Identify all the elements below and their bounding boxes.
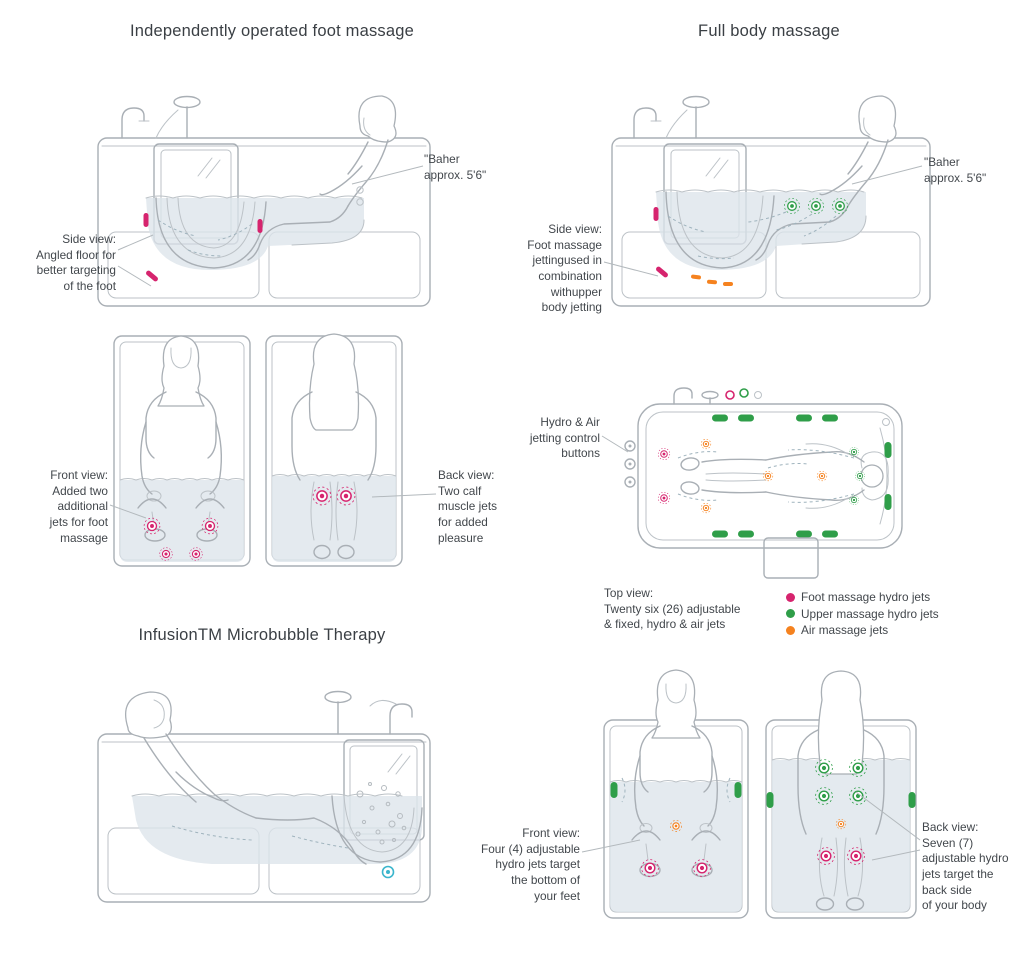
faucet bbox=[633, 95, 710, 139]
upper-jet-dot bbox=[786, 609, 795, 618]
note-jetting-controls: Hydro & Air jetting control buttons bbox=[529, 415, 600, 461]
front-upper-jets bbox=[610, 777, 742, 803]
front-water bbox=[120, 480, 244, 562]
title-microbubble: InfusionTM Microbubble Therapy bbox=[138, 626, 386, 644]
microbubbles bbox=[355, 782, 407, 845]
bather-figure bbox=[124, 691, 367, 865]
full-body-top-view bbox=[618, 387, 918, 583]
bather-figure-top bbox=[680, 443, 889, 509]
legend-item-air-jets: Air massage jets bbox=[786, 623, 939, 637]
full-body-front-back-views bbox=[596, 669, 926, 925]
water bbox=[146, 198, 364, 270]
angled-floor bbox=[155, 197, 365, 269]
jet-flow-arrows bbox=[667, 211, 837, 260]
microbubble-jet bbox=[381, 865, 395, 879]
title-foot-massage: Independently operated foot massage bbox=[129, 22, 415, 40]
microbubble-side-view bbox=[92, 676, 437, 926]
water bbox=[132, 796, 422, 864]
foot-well bbox=[331, 795, 423, 863]
faucet bbox=[324, 690, 413, 735]
legend-item-foot-jets: Foot massage hydro jets bbox=[786, 590, 939, 604]
front-bather-figure bbox=[631, 669, 721, 878]
legend-label: Air massage jets bbox=[801, 623, 889, 637]
back-water bbox=[272, 476, 396, 562]
note-bather-height-full: "Baher approx. 5'6" bbox=[924, 155, 987, 185]
legend-item-upper-jets: Upper massage hydro jets bbox=[786, 607, 939, 621]
note-back-view-full: Back view: Seven (7) adjustable hydro je… bbox=[922, 820, 1009, 913]
angled-floor bbox=[665, 191, 867, 269]
foot-massage-hydro-jets bbox=[657, 447, 671, 505]
spray-fans bbox=[677, 449, 855, 503]
pump-access-box bbox=[763, 537, 819, 579]
back-water bbox=[772, 760, 910, 912]
foot-massage-front-back-views bbox=[108, 330, 408, 580]
air-jet-dot bbox=[786, 625, 795, 635]
note-front-view-full: Front view: Four (4) adjustable hydro je… bbox=[480, 826, 580, 903]
title-full-body: Full body massage bbox=[698, 22, 840, 40]
full-body-side-view bbox=[606, 80, 936, 330]
jet-flow-arrows bbox=[171, 825, 349, 849]
front-water bbox=[610, 782, 742, 912]
note-bather-height-foot: "Baher approx. 5'6" bbox=[424, 152, 487, 182]
upper-massage-hydro-jets bbox=[712, 414, 892, 538]
legend-label: Foot massage hydro jets bbox=[801, 590, 931, 604]
faucet-and-controls bbox=[624, 387, 762, 488]
faucet bbox=[121, 95, 201, 139]
water-line bbox=[145, 195, 363, 199]
note-top-view: Top view: Twenty six (26) adjustable & f… bbox=[604, 586, 741, 632]
jet-flow-arrows bbox=[157, 219, 253, 257]
back-bather-figure bbox=[291, 333, 377, 560]
note-side-view-full: Side view: Foot massage jettingused in c… bbox=[527, 222, 602, 315]
foot-jet-dot bbox=[786, 592, 795, 602]
back-bather-figure bbox=[797, 670, 885, 911]
note-back-view-foot: Back view: Two calf muscle jets for adde… bbox=[438, 468, 498, 545]
bather-figure bbox=[247, 95, 397, 261]
water bbox=[656, 192, 866, 270]
air-massage-jets bbox=[690, 274, 733, 286]
foot-massage-side-view bbox=[92, 80, 437, 330]
legend-label: Upper massage hydro jets bbox=[801, 606, 939, 621]
water-line bbox=[131, 793, 403, 797]
air-massage-jets bbox=[700, 438, 828, 514]
note-side-view-foot: Side view: Angled floor for better targe… bbox=[35, 232, 116, 294]
note-front-view-foot: Front view: Added two additional jets fo… bbox=[49, 468, 108, 545]
jet-legend: Foot massage hydro jets Upper massage hy… bbox=[786, 590, 939, 640]
tub-rim bbox=[637, 403, 903, 549]
water-line bbox=[655, 189, 865, 193]
